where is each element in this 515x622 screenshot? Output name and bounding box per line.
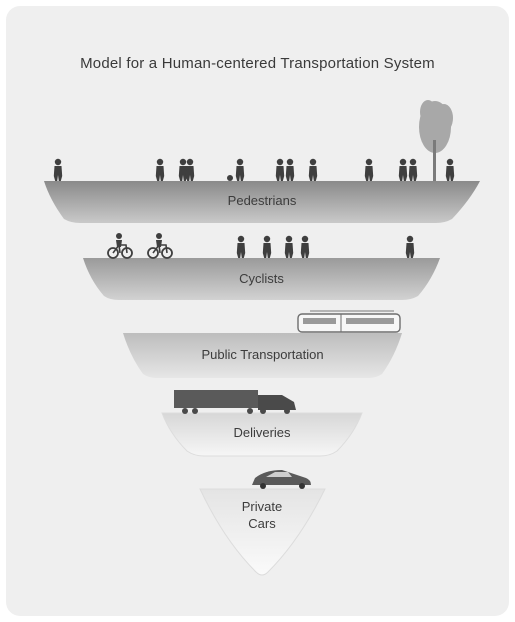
tier-deliveries	[161, 412, 363, 457]
tier-label-cyclists: Cyclists	[239, 271, 284, 286]
tier-pedestrians	[44, 181, 480, 223]
tram-icon	[297, 310, 401, 333]
cyclist-silhouettes	[107, 232, 415, 259]
car-icon	[252, 470, 311, 489]
tier-label-public-transportation: Public Transportation	[201, 347, 324, 362]
tier-label-deliveries: Deliveries	[233, 425, 291, 440]
tier-cyclists	[83, 258, 440, 300]
tier-public-transportation	[123, 333, 402, 378]
tier-label-private-cars: Private Cars	[241, 499, 283, 531]
dog-icon	[227, 175, 233, 181]
pedestrian-silhouettes	[53, 158, 455, 181]
tier-private-cars	[199, 488, 326, 576]
diagram-title: Model for a Human-centered Transportatio…	[80, 55, 435, 72]
tree-icon	[419, 100, 453, 181]
tier-label-pedestrians: Pedestrians	[227, 193, 297, 208]
truck-icon	[174, 390, 296, 414]
